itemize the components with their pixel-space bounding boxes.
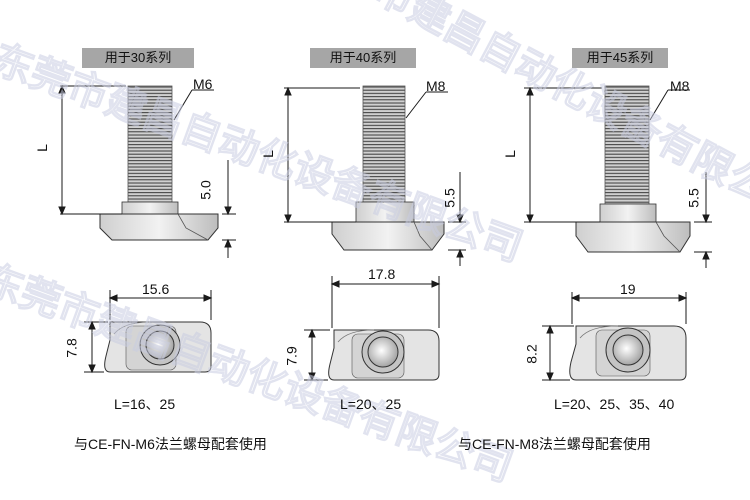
head-height-top-2: 7.9	[283, 346, 300, 366]
head-3-dimensions	[542, 292, 688, 382]
series-label-40: 用于40系列	[310, 48, 416, 68]
bolt-side-view-1	[99, 85, 219, 241]
series-label-45: 用于45系列	[572, 48, 668, 68]
head-height-top-1: 7.8	[63, 338, 80, 358]
thread-size-3: M8	[670, 78, 690, 94]
compatibility-note-m6: 与CE-FN-M6法兰螺母配套使用	[74, 436, 267, 452]
available-lengths-1: L=16、25	[114, 396, 176, 412]
head-height-top-3: 8.2	[523, 344, 540, 364]
head-height-3: 5.5	[685, 188, 702, 208]
available-lengths-3: L=20、25、35、40	[554, 396, 675, 412]
bolt-3-dimensions	[524, 86, 712, 268]
bolt-head-top-view-2	[328, 329, 440, 381]
bolt-1-dimensions	[58, 84, 236, 258]
head-width-3: 19	[620, 281, 636, 297]
bolt-side-view-3	[575, 85, 691, 253]
available-lengths-2: L=20、25	[340, 396, 402, 412]
length-symbol-1: L	[33, 144, 50, 152]
head-1-dimensions	[84, 290, 213, 374]
bolt-head-top-view-3	[569, 325, 687, 381]
thread-size-2: M8	[426, 78, 446, 94]
length-symbol-3: L	[501, 150, 518, 158]
head-width-2: 17.8	[368, 266, 396, 282]
thread-size-1: M6	[193, 76, 213, 92]
head-height-2: 5.5	[441, 188, 458, 208]
compatibility-note-m8: 与CE-FN-M8法兰螺母配套使用	[458, 436, 651, 452]
series-label-30: 用于30系列	[82, 48, 194, 68]
head-width-1: 15.6	[142, 281, 170, 297]
bolt-head-top-view-1	[104, 321, 212, 373]
head-height-1: 5.0	[197, 180, 214, 200]
svg-text:东莞市建昌自动化设备有限公司: 东莞市建昌自动化设备有限公司	[0, 256, 519, 491]
length-symbol-2: L	[259, 150, 276, 158]
bolt-side-view-2	[331, 85, 445, 251]
head-2-dimensions	[304, 276, 441, 382]
bolt-2-dimensions	[284, 86, 466, 266]
